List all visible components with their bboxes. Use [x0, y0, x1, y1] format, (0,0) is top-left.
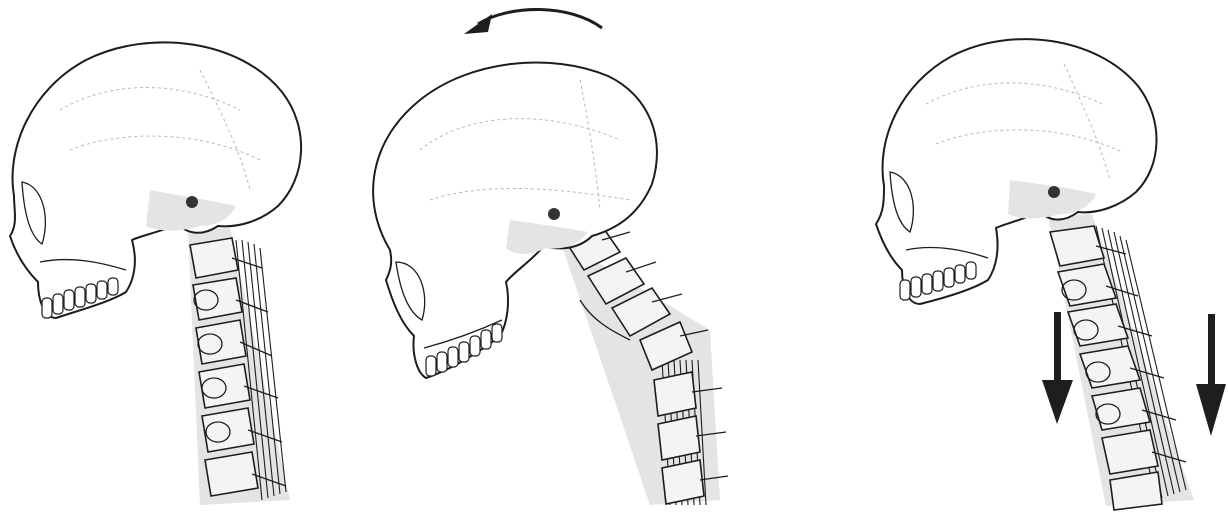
- cervical-spine: [188, 228, 290, 505]
- down-arrow-right: [1196, 314, 1226, 436]
- cervical-spine-extended: [560, 226, 728, 505]
- panel-neutral: [0, 0, 330, 521]
- down-arrow-left: [1042, 312, 1073, 424]
- skull-spine-neutral-illustration: [0, 0, 330, 521]
- skull-spine-extension-illustration: [330, 0, 790, 521]
- skull: [876, 39, 1157, 304]
- cervical-spine: [1048, 214, 1194, 510]
- panel-extension: [330, 0, 790, 521]
- panel-compression: [860, 0, 1228, 521]
- skull-spine-compression-illustration: [860, 0, 1228, 521]
- rotation-arrow-counterclockwise: [464, 9, 602, 34]
